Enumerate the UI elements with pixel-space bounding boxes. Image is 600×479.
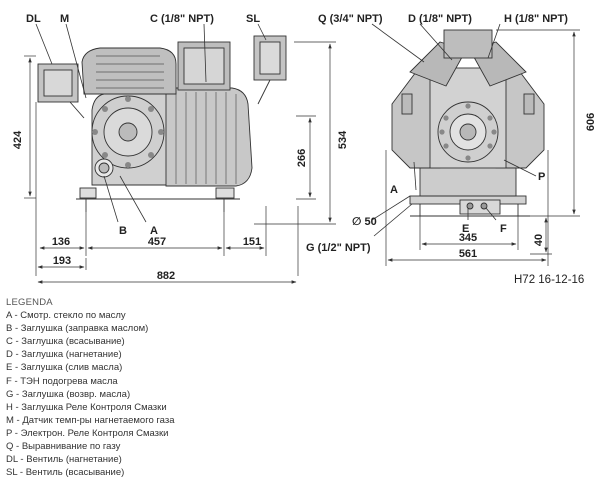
legend-item-e: E - Заглушка (слив масла) [6,362,123,374]
legend-item-p: P - Электрон. Реле Контроля Смазки [6,427,169,439]
legend: LEGENDA A - Смотр. стекло по маслу B - З… [6,296,174,479]
side-view [37,35,287,212]
legend-title: LEGENDA [6,297,53,308]
dim-457: 457 [148,236,166,248]
dim-193: 193 [53,255,71,267]
side-view-dimensions [24,41,336,284]
dim-534: 534 [337,130,349,149]
legend-item-q: Q - Выравнивание по газу [6,441,121,453]
dim-50: ∅ 50 [352,216,377,228]
legend-item-sl: SL - Вентиль (всасывание) [6,467,125,479]
dim-606: 606 [585,113,597,131]
callout-c: C (1/8" NPT) [150,13,214,25]
legend-item-g: G - Заглушка (возвр. масла) [6,388,131,400]
callout-g: G (1/2" NPT) [306,242,371,254]
callout-p: P [538,171,545,183]
callout-e: E [462,223,469,235]
callout-sl: SL [246,13,260,25]
legend-item-d: D - Заглушка (нагнетание) [6,349,122,361]
legend-item-b: B - Заглушка (заправка маслом) [6,323,149,335]
legend-item-dl: DL - Вентиль (нагнетание) [6,454,122,466]
compressor-drawing: DL M C (1/8" NPT) SL Q (3/4" NPT) D (1/8… [12,13,597,286]
front-view-dimensions [385,29,580,266]
legend-item-m: M - Датчик темп-ры нагнетаемого газа [6,414,175,426]
side-view-leaders [35,23,267,223]
callout-h: H (1/8" NPT) [504,13,568,25]
callout-m: M [60,13,69,25]
legend-item-c: C - Заглушка (всасывание) [6,336,125,348]
callout-f: F [500,223,507,235]
legend-item-f: F - ТЭН подогрева масла [6,375,118,387]
dim-266: 266 [296,149,308,167]
callout-d: D (1/8" NPT) [408,13,472,25]
front-view [391,29,545,217]
front-view-leaders [371,23,537,237]
callout-a-front: A [390,184,398,196]
callout-a: A [150,225,158,237]
legend-item-a: A - Смотр. стекло по маслу [6,310,126,322]
dim-424: 424 [12,130,24,149]
dim-561: 561 [459,248,477,260]
drawing-ref: H72 16-12-16 [514,274,584,286]
legend-item-h: H - Заглушка Реле Контроля Смазки [6,401,167,413]
callout-dl: DL [26,13,41,25]
dim-345: 345 [459,232,477,244]
callout-q: Q (3/4" NPT) [318,13,383,25]
dim-40: 40 [533,234,545,246]
dim-136: 136 [52,236,70,248]
callout-b: B [119,225,127,237]
dim-882: 882 [157,270,175,282]
dim-151: 151 [243,236,261,248]
